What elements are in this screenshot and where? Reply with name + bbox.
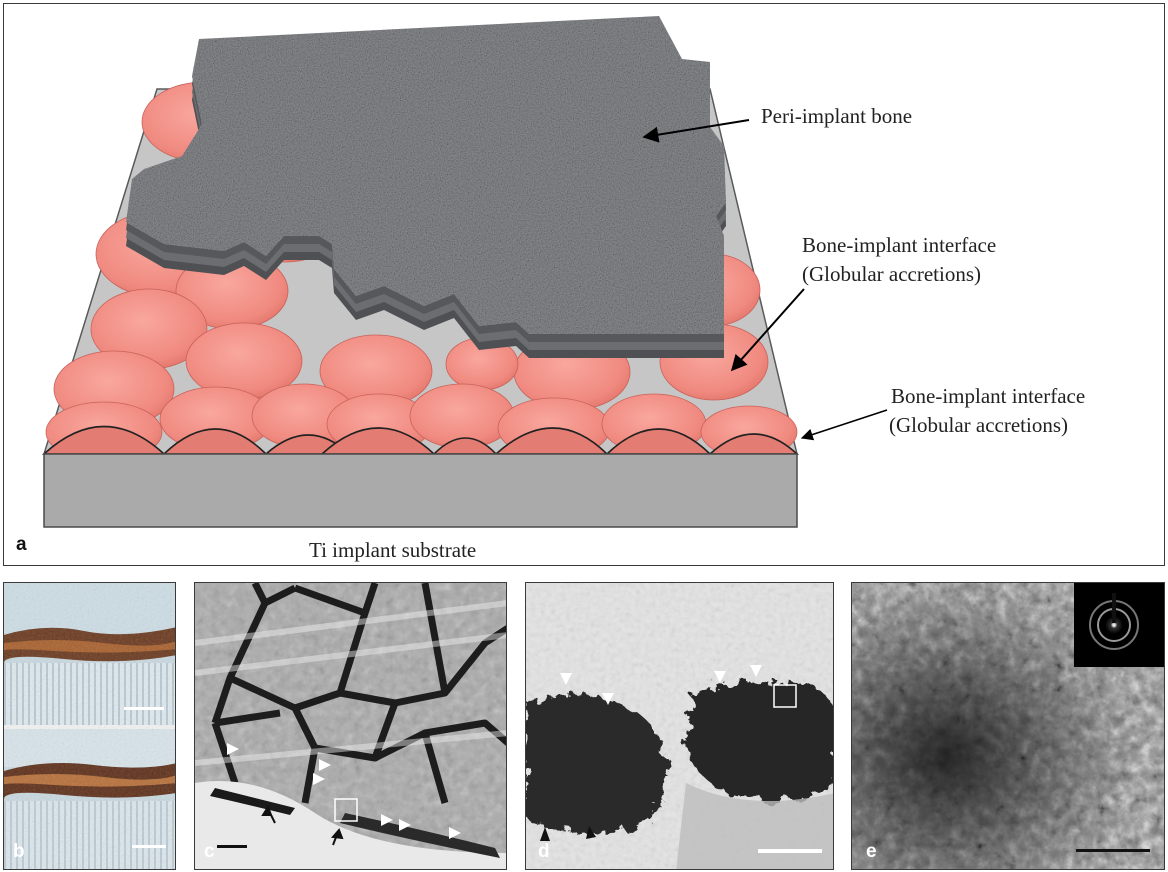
micrograph-panel-b: b — [3, 582, 176, 870]
bone-layer-stack — [126, 16, 726, 358]
panel-letter-a: a — [16, 534, 27, 555]
panel-letter-d: d — [538, 841, 550, 862]
light-micrograph-image — [4, 583, 175, 869]
scale-bar-e — [1076, 849, 1150, 852]
substrate-front-face — [43, 453, 798, 528]
label-interface-lower-line1: Bone-implant interface — [891, 384, 1086, 408]
arrow-peri-implant-bone — [642, 119, 750, 143]
label-peri-implant-bone: Peri-implant bone — [761, 104, 913, 128]
label-interface-upper-line2: (Globular accretions) — [802, 262, 982, 286]
scale-bar-b-bottom — [132, 845, 166, 848]
scale-bar-d — [758, 849, 822, 853]
arrow-interface-upper — [730, 288, 805, 372]
panel-letter-c: c — [204, 841, 215, 862]
tem-micrograph-d-image — [526, 583, 833, 869]
panel-letter-b: b — [13, 841, 25, 862]
label-interface-lower-line2: (Globular accretions) — [889, 413, 1069, 437]
micrograph-panel-c: c — [194, 582, 507, 870]
micrograph-panel-e: e — [851, 582, 1165, 870]
scale-bar-b-top — [124, 707, 164, 710]
tem-micrograph-e-image — [852, 583, 1164, 869]
micrograph-panel-d: d — [525, 582, 834, 870]
panel-letter-e: e — [866, 841, 877, 862]
scale-bar-c — [217, 845, 247, 848]
arrow-interface-lower — [800, 409, 888, 441]
peri-implant-bone — [126, 16, 726, 334]
schematic-panel-a: Peri-implant bone Bone-implant interface… — [3, 3, 1165, 566]
inset-box-d — [773, 684, 797, 708]
label-interface-upper-line1: Bone-implant interface — [802, 233, 997, 257]
inset-box-c — [334, 798, 358, 822]
label-ti-implant-substrate: Ti implant substrate — [309, 538, 477, 562]
bone-implant-schematic — [41, 16, 888, 528]
tem-micrograph-c-image — [195, 583, 506, 869]
